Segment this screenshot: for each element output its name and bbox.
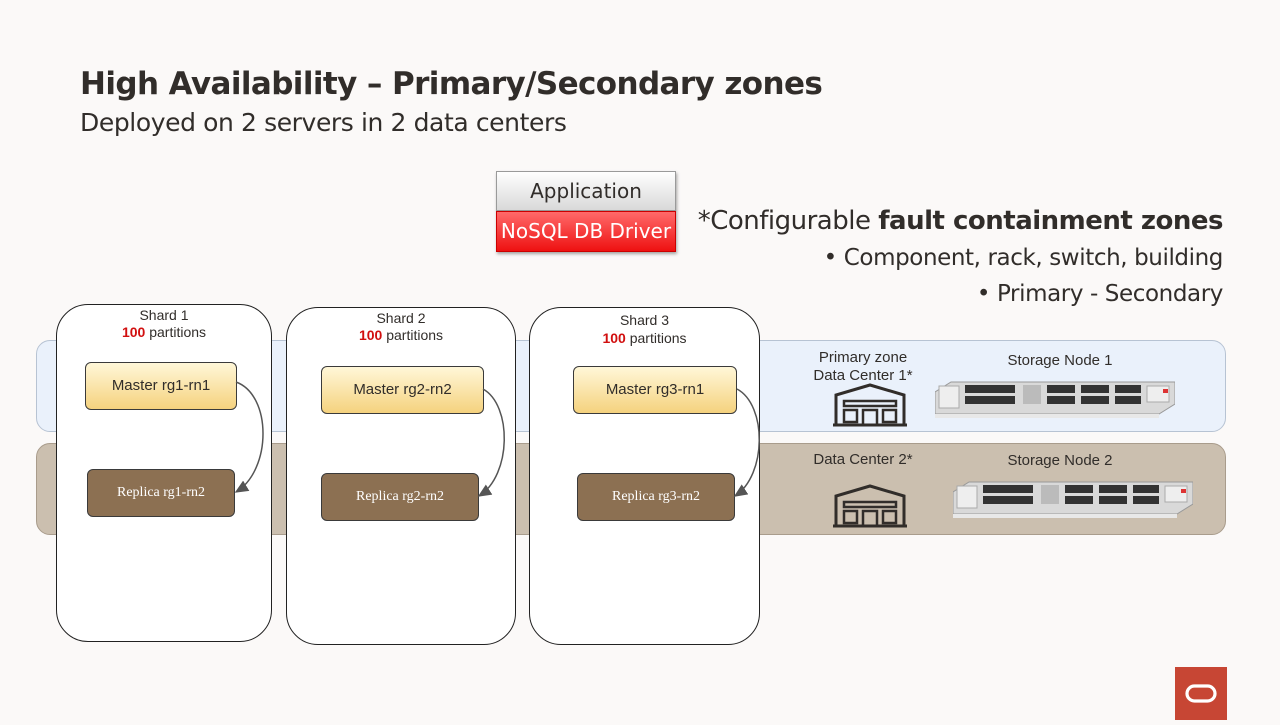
partition-count: 100 [358,327,383,343]
master-node-shard-3: Master rg3-rn1 [573,366,737,414]
nosql-driver-box: NoSQL DB Driver [496,211,676,252]
fault-bullet-text: Primary - Secondary [996,281,1223,307]
fault-bullet-1: • Component, rack, switch, building [823,245,1224,271]
replication-arrow-shard-1 [234,381,264,493]
replication-arrow-shard-3 [733,388,760,497]
fault-bullet-2: • Primary - Secondary [976,281,1223,307]
shard-title: Shard 2 [376,310,426,326]
fault-heading-prefix: *Configurable [697,206,879,236]
master-node-shard-2: Master rg2-rn2 [321,366,484,414]
oracle-logo-icon [1175,667,1227,720]
partition-count: 100 [121,324,146,340]
partition-label: partitions [382,327,444,343]
page-title: High Availability – Primary/Secondary zo… [80,66,823,102]
page-subtitle: Deployed on 2 servers in 2 data centers [80,108,567,137]
server-icon [935,381,1175,418]
building-icon [833,383,907,427]
partition-label: partitions [145,324,207,340]
replication-arrow-shard-2 [477,388,505,497]
shard-partitions: 100 partitions [57,324,271,340]
fault-bullet-text: Component, rack, switch, building [843,245,1224,271]
secondary-zone-label: Data Center 2* [813,451,913,468]
storage-node-1-label: Storage Node 1 [1007,352,1113,369]
partition-label: partitions [625,330,687,346]
primary-zone-line2: Data Center 1* [813,367,913,384]
application-box: Application [496,171,676,211]
building-icon [833,484,907,528]
server-icon [953,481,1193,518]
replica-node-shard-2: Replica rg2-rn2 [321,473,479,521]
storage-node-2-label: Storage Node 2 [1007,452,1113,469]
shard-partitions: 100 partitions [530,330,759,346]
primary-zone-line1: Primary zone [818,349,908,366]
fault-zones-heading: *Configurable fault containment zones [697,206,1224,236]
shard-title: Shard 3 [619,312,670,328]
primary-zone-label: Primary zone Data Center 1* [803,349,923,385]
master-node-shard-1: Master rg1-rn1 [85,362,237,410]
replica-node-shard-3: Replica rg3-rn2 [577,473,735,521]
fault-heading-bold: fault containment zones [878,206,1223,236]
partition-count: 100 [602,330,626,346]
shard-partitions: 100 partitions [287,327,515,343]
replica-node-shard-1: Replica rg1-rn2 [87,469,235,517]
shard-title: Shard 1 [139,307,189,323]
